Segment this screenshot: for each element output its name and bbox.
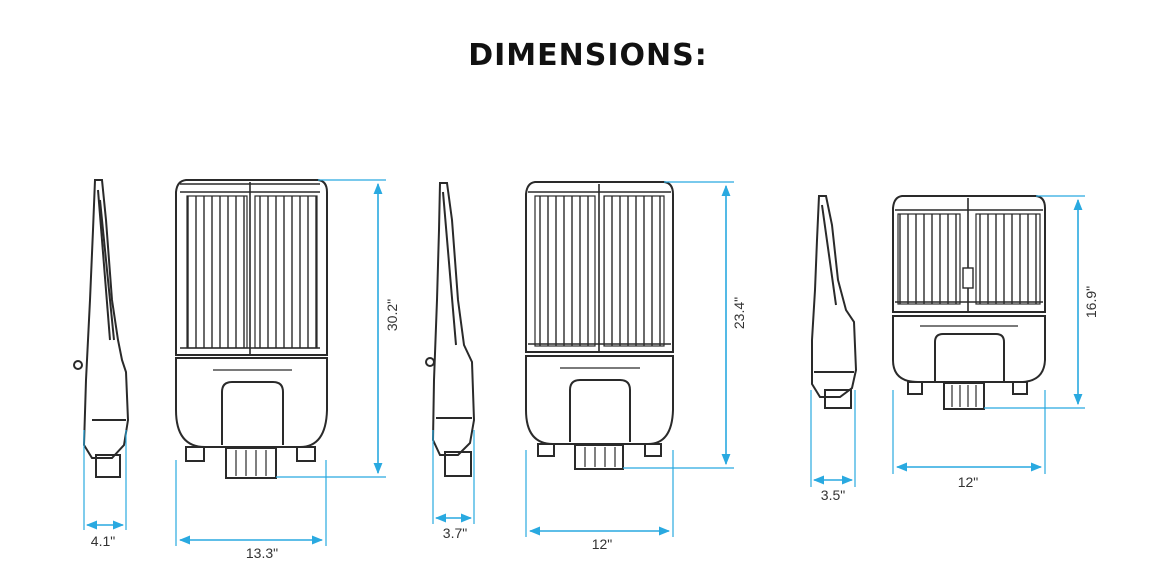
fixture-small-front-height-dimension [984,195,1085,409]
fixture-small-side-depth-dimension [810,390,856,487]
fixture-small-front-width-label: 12" [958,474,979,490]
fixture-medium-front-width-label: 12" [592,536,613,552]
fixture-small-front-view [892,195,1046,410]
fixture-large-front-height-label: 30.2" [384,299,400,331]
fixture-small-side-view [811,195,858,409]
page-title: DIMENSIONS: [468,38,708,73]
fixture-medium-side-depth-dimension [432,430,475,524]
fixture-large-front-height-dimension [276,179,386,478]
fixture-large-front-view [175,179,328,479]
fixture-medium-front-width-dimension [525,450,674,537]
fixture-large-front-width-label: 13.3" [246,545,278,561]
fixture-small-front-height-label: 16.9" [1083,286,1099,318]
fixture-large-front-width-dimension [175,460,327,546]
fixture-medium-side-depth-label: 3.7" [443,525,467,541]
fixture-medium-front-view [525,181,674,470]
fixture-small-side-depth-label: 3.5" [821,487,845,503]
fixture-small-front-width-dimension [892,390,1046,474]
fixture-large-side-depth-label: 4.1" [91,533,115,549]
fixture-medium-front-height-dimension [623,181,734,469]
fixture-medium-side-view [425,182,476,477]
fixture-medium-front-height-label: 23.4" [731,297,747,329]
fixture-large-side-view [73,179,130,478]
fixture-large-side-depth-dimension [83,430,127,530]
